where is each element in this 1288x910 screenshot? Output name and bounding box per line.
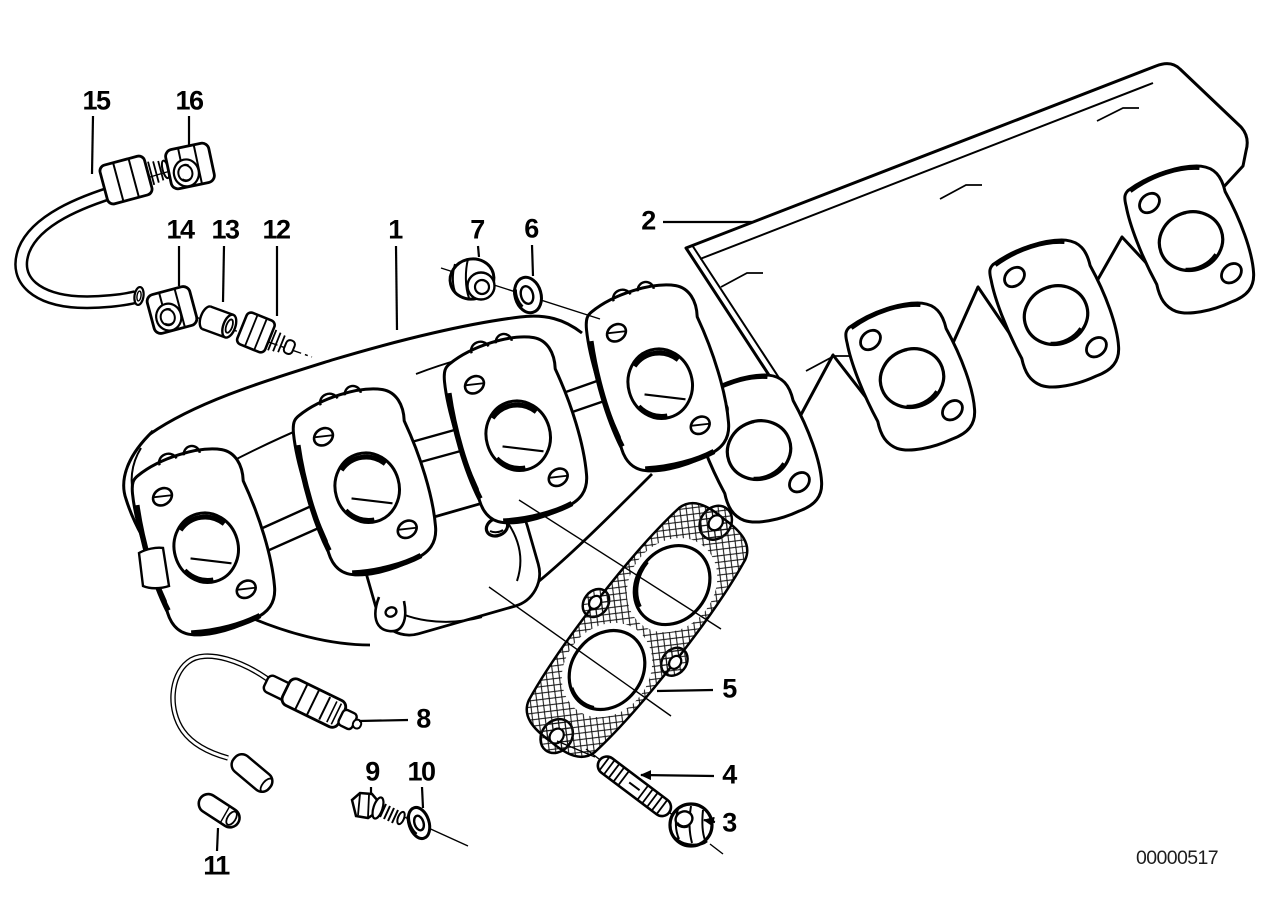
- part-6-washer: [512, 275, 543, 315]
- leader-1: [394, 245, 399, 331]
- leader-4: [640, 770, 715, 781]
- callout-5[interactable]: 5: [722, 673, 737, 704]
- leader-10: [420, 786, 425, 809]
- callout-10[interactable]: 10: [407, 756, 436, 787]
- callout-14[interactable]: 14: [166, 214, 195, 245]
- leader-5: [656, 688, 714, 693]
- leader-6: [530, 244, 535, 277]
- part-3-nut: [668, 802, 714, 848]
- pipe-union-nut: [98, 154, 171, 206]
- callout-11[interactable]: 11: [203, 850, 230, 881]
- callout-13[interactable]: 13: [211, 214, 240, 245]
- callout-7[interactable]: 7: [470, 214, 485, 245]
- leader-15: [90, 115, 95, 175]
- part-11-cap: [197, 792, 241, 829]
- part-2-manifold-shield: [686, 62, 1265, 535]
- callout-4[interactable]: 4: [722, 759, 737, 790]
- part-15-pipe: [14, 154, 178, 310]
- part-12-fitting: [235, 311, 296, 356]
- callout-16[interactable]: 16: [175, 85, 204, 116]
- part-5-gasket: [525, 501, 749, 759]
- leader-8: [358, 718, 409, 723]
- callout-1[interactable]: 1: [388, 214, 403, 245]
- part-1-exhaust-manifold: [121, 269, 740, 645]
- leader-13: [221, 245, 226, 303]
- projection-lines: [488, 499, 722, 758]
- leader-7: [476, 245, 481, 258]
- callout-6[interactable]: 6: [524, 213, 539, 244]
- callout-3[interactable]: 3: [722, 807, 737, 838]
- part-9-bolt: [350, 791, 406, 826]
- callout-8[interactable]: 8: [416, 703, 431, 734]
- document-number: 00000517: [1136, 847, 1219, 869]
- part-4-stud: [585, 748, 724, 855]
- part-10-washer: [406, 805, 432, 841]
- callout-15[interactable]: 15: [82, 85, 111, 116]
- leader-3: [703, 816, 716, 827]
- part-8-oxygen-sensor: [170, 653, 363, 794]
- callout-9[interactable]: 9: [365, 756, 380, 787]
- part-7-nut: [448, 257, 496, 301]
- leader-11: [215, 827, 220, 852]
- callout-12[interactable]: 12: [262, 214, 291, 245]
- part-13-sleeve: [198, 305, 238, 339]
- callout-2[interactable]: 2: [641, 205, 656, 236]
